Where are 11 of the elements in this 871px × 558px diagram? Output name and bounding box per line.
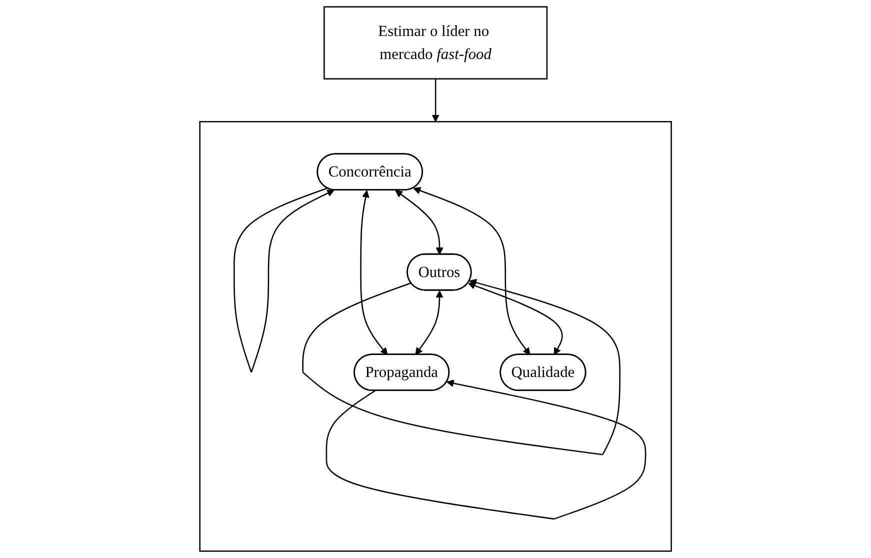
cluster — [199, 121, 672, 552]
arrow — [233, 188, 334, 372]
arrow — [326, 380, 646, 520]
arrow — [302, 278, 620, 456]
arrow — [432, 78, 440, 122]
arrow — [468, 282, 563, 356]
arrow — [360, 190, 388, 356]
arrow — [395, 190, 444, 255]
arrow — [413, 187, 530, 356]
arrow — [415, 290, 444, 356]
node-box: Estimar o líder no mercado fast-food — [323, 6, 548, 80]
